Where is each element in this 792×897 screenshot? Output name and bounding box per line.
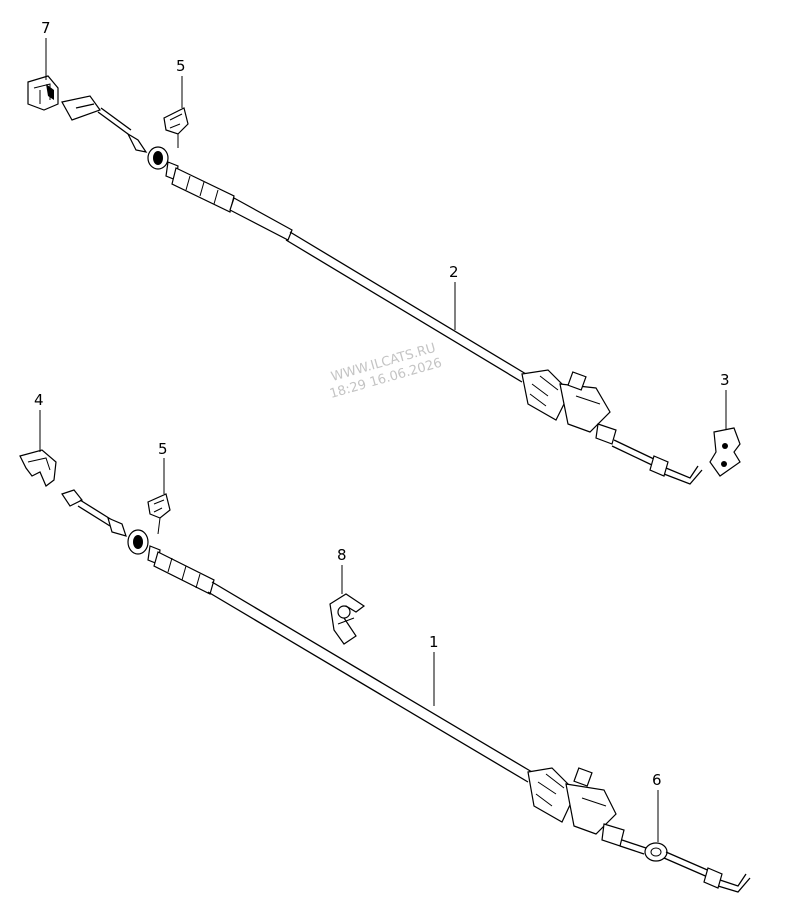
cable-lower — [61, 489, 751, 893]
callout-7: 7 — [41, 19, 51, 37]
callout-2: 2 — [449, 263, 459, 281]
callout-3: 3 — [720, 371, 730, 389]
callout-4: 4 — [34, 391, 44, 409]
callout-5-lower: 5 — [158, 440, 168, 458]
clip-7-part — [27, 75, 59, 111]
bracket-3-part — [709, 427, 741, 477]
callout-1: 1 — [429, 633, 439, 651]
cable-upper — [61, 95, 703, 485]
clip-5-upper-part — [163, 107, 189, 148]
watermark: WWW.ILCATS.RU 18:29 16.06.2026 — [328, 341, 444, 402]
clamp-8-part — [329, 593, 366, 645]
leader-lines — [39, 38, 727, 842]
bracket-4-part — [19, 449, 57, 487]
callout-8: 8 — [337, 546, 347, 564]
callout-5-upper: 5 — [176, 57, 186, 75]
clip-5-lower-part — [147, 493, 171, 535]
callout-6: 6 — [652, 771, 662, 789]
